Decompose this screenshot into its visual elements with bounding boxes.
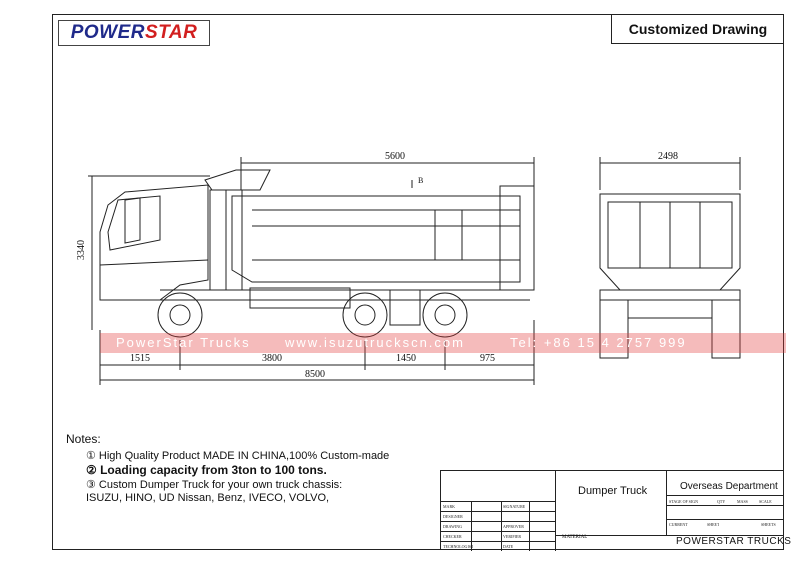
tailgate [499,185,535,291]
note-item-4: ISUZU, HINO, UD Nissan, Benz, IVECO, VOL… [86,492,330,504]
tb-label-date: DATE [503,544,514,549]
cab-line [99,259,209,266]
logo-part-power: POWER [70,22,145,43]
tb-label-approver: APPROVER [503,524,524,529]
tb-label-sheet: SHEET [707,522,720,527]
tb-label-checker: CHECKER [443,534,462,539]
note-item-3: ③ Custom Dumper Truck for your own truck… [86,479,343,491]
tb-label-scale: SCALE [759,499,772,504]
tb-label-sheets: SHEETS [761,522,776,527]
front-wheel [157,292,203,338]
rear-left-tyres [599,299,629,359]
tb-label-technologist: TECHNOLOGIST [443,544,474,549]
dim-label-seg4: 975 [480,353,495,364]
cab-roof-visor [204,169,271,191]
note-item-1: ① High Quality Product MADE IN CHINA,100… [86,450,390,462]
tb-label-current: CURRENT [669,522,688,527]
rear-wheel-1 [342,292,388,338]
note-item-2: ② Loading capacity from 3ton to 100 tons… [86,463,327,477]
fuel-tank [249,287,351,309]
watermark-band [100,333,786,353]
dim-label-seg3: 1450 [396,353,416,364]
watermark-brand: PowerStar Trucks [116,335,251,350]
tb-material-label: MATERIAL [562,535,588,540]
drawing-title-text: Customized Drawing [628,20,768,37]
tb-label-verifier: VERIFIER [503,534,521,539]
tb-label-mark: MARK [443,504,456,509]
tb-label-qty: QTY [717,499,726,504]
dim-label-length: 5600 [385,151,405,162]
notes-heading: Notes: [66,432,101,446]
tb-department: Overseas Department [680,481,778,492]
cab-window [107,195,161,251]
drawing-sheet-border [52,14,784,550]
rear-bumper [599,289,741,301]
title-block: MARK SIGNATURE DESIGNER DRAWING APPROVER… [440,470,784,551]
tb-label-drawing: DRAWING [443,524,463,529]
watermark-url: www.isuzutruckscn.com [285,335,465,350]
dim-label-height: 3340 [76,240,87,260]
dim-label-overall: 8500 [305,369,325,380]
rear-wheel-1-hub [354,304,376,326]
tb-label-stage: STAGE OF SIGN [669,499,699,504]
rear-wheel-2 [422,292,468,338]
dim-label-seg1: 1515 [130,353,150,364]
watermark-phone: Tel: +86 15 4 2757 999 [510,335,687,350]
tb-product-name: Dumper Truck [578,485,648,497]
dim-label-width: 2498 [658,151,678,162]
rear-right-tyres [711,299,741,359]
dim-label-marker: B [418,176,424,185]
tb-label-mass: MASS [737,499,748,504]
drawing-title: Customized Drawing [611,14,784,44]
tb-label-designer: DESIGNER [443,514,463,519]
cab-door-window [124,197,141,244]
tb-label-signature: SIGNATURE [503,504,526,509]
rear-wheel-2-hub [434,304,456,326]
tb-footer-brand: POWERSTAR TRUCKS [676,536,792,547]
dim-label-seg2: 3800 [262,353,282,364]
axle-assembly [389,289,421,326]
truck-cab [99,184,209,301]
front-wheel-hub [169,304,191,326]
dump-body [231,195,521,283]
logo-part-star: STAR [144,22,198,43]
